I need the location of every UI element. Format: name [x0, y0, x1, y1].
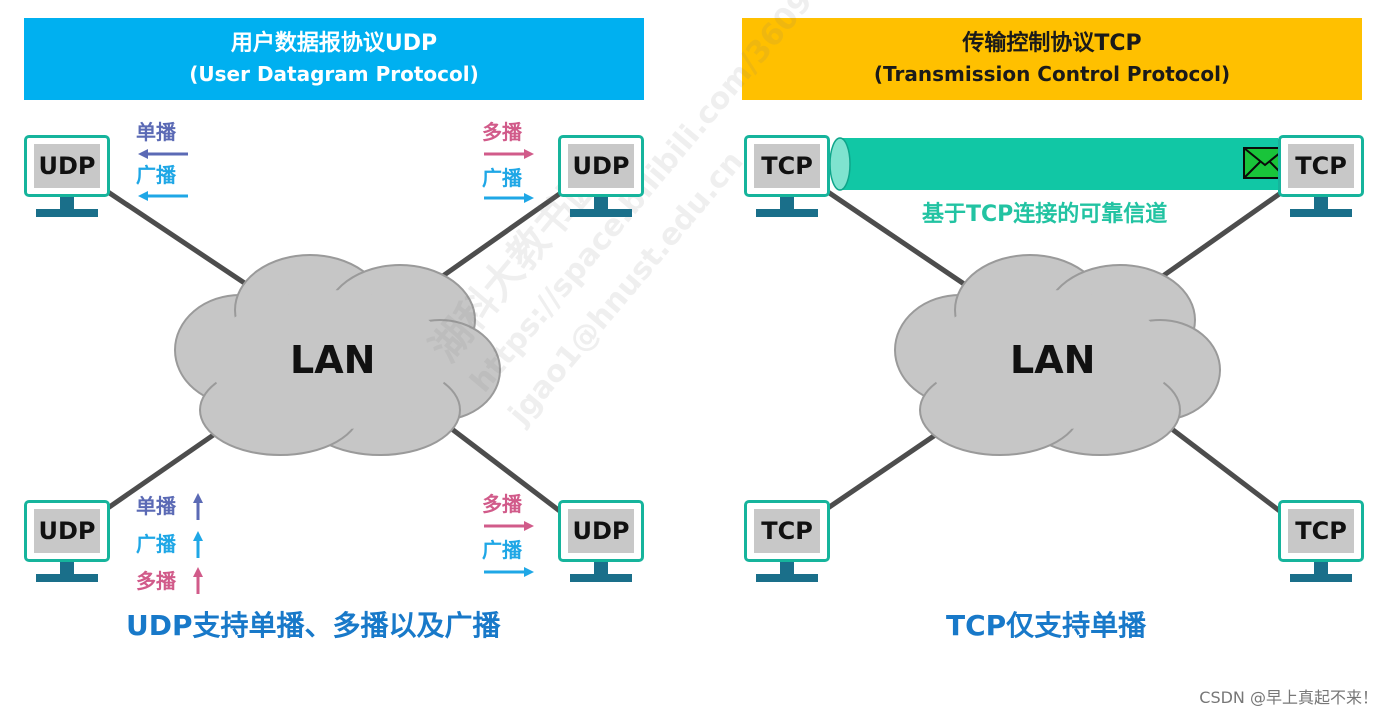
footer-credit: CSDN @早上真起不来！: [1199, 688, 1378, 707]
tcp-host-top-left: TCP: [744, 135, 830, 225]
tcp-reliable-channel: [829, 137, 1286, 191]
udp-banner: 用户数据报协议UDP (User Datagram Protocol): [24, 18, 644, 100]
udp-bottom-right-broadcast-label: 广播: [482, 538, 522, 562]
computer-icon: UDP: [24, 135, 110, 197]
udp-host-top-left: UDP: [24, 135, 110, 225]
udp-top-right-multicast-label: 多播: [482, 120, 522, 144]
computer-icon: UDP: [24, 500, 110, 562]
computer-icon: TCP: [744, 135, 830, 197]
tcp-banner: 传输控制协议TCP (Transmission Control Protocol…: [742, 18, 1362, 100]
udp-link-top-right: [428, 187, 567, 288]
computer-icon: TCP: [744, 500, 830, 562]
tcp-link-top-left: [823, 187, 972, 291]
udp-top-right-broadcast-label: 广播: [482, 166, 522, 190]
udp-lan-label: LAN: [290, 338, 376, 382]
tcp-channel-label: 基于TCP连接的可靠信道: [922, 202, 1168, 227]
udp-bottom-left-multicast-label: 多播: [136, 569, 176, 593]
arrow-icon: [193, 493, 203, 594]
udp-top-left-broadcast-label: 广播: [136, 163, 176, 187]
udp-link-top-left: [103, 187, 257, 293]
computer-icon: TCP: [1278, 500, 1364, 562]
tcp-host-top-right: TCP: [1278, 135, 1364, 225]
udp-bottom-left-unicast-label: 单播: [136, 494, 176, 518]
arrow-icon: [484, 149, 534, 203]
tcp-banner-subtitle: (Transmission Control Protocol): [873, 62, 1231, 86]
tcp-link-bottom-right: [1158, 418, 1287, 517]
tcp-lan-cloud-icon: [894, 254, 1221, 456]
udp-bottom-left-broadcast-label: 广播: [136, 532, 176, 556]
tcp-host-bottom-right: TCP: [1278, 500, 1364, 590]
udp-host-bottom-left: UDP: [24, 500, 110, 590]
tcp-host-bottom-left: TCP: [744, 500, 830, 590]
udp-bottom-right-multicast-label: 多播: [482, 492, 522, 516]
computer-icon: TCP: [1278, 135, 1364, 197]
computer-icon: UDP: [558, 500, 644, 562]
udp-host-top-right: UDP: [558, 135, 644, 225]
udp-banner-title: 用户数据报协议UDP: [230, 31, 438, 56]
computer-icon: UDP: [558, 135, 644, 197]
udp-link-bottom-right: [438, 418, 567, 517]
tcp-link-bottom-left: [823, 422, 952, 513]
udp-links: [103, 187, 567, 517]
udp-lan-cloud-icon: [174, 254, 501, 456]
tcp-links: [823, 187, 1287, 517]
udp-host-bottom-right: UDP: [558, 500, 644, 590]
tcp-caption: TCP仅支持单播: [946, 609, 1147, 642]
tcp-link-top-right: [1158, 187, 1287, 281]
tcp-banner-title: 传输控制协议TCP: [962, 31, 1142, 56]
udp-caption: UDP支持单播、多播以及广播: [126, 609, 501, 642]
tcp-lan-label: LAN: [1010, 338, 1096, 382]
udp-top-left-unicast-label: 单播: [136, 120, 176, 144]
udp-banner-subtitle: (User Datagram Protocol): [189, 62, 479, 86]
arrow-icon: [484, 521, 534, 577]
arrow-icon: [138, 149, 188, 201]
